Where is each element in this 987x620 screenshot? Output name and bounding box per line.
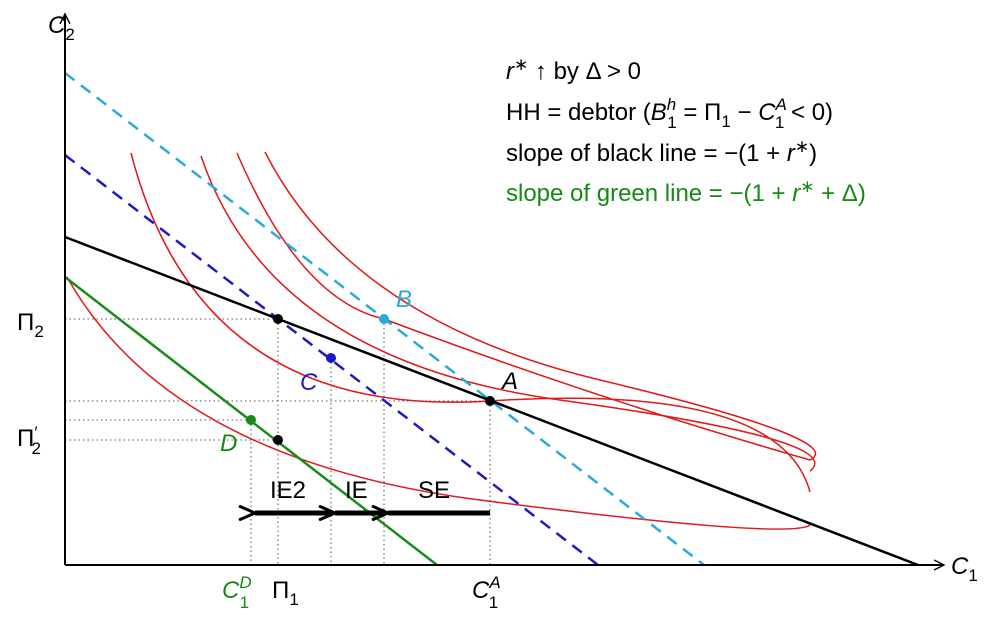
x-tick-pi1: Π1 <box>272 577 299 609</box>
label-se: SE <box>418 477 450 504</box>
point-a <box>485 396 495 406</box>
indifference-curve-3 <box>200 155 816 472</box>
annotation-line-4: slope of green line = −(1 + r∗ + Δ) <box>506 177 866 207</box>
point-b <box>379 314 389 324</box>
label-ie2: IE2 <box>270 477 306 504</box>
point-d <box>246 415 256 425</box>
point-c <box>326 353 336 363</box>
x-axis-label: C1 <box>951 553 978 585</box>
label-point-d: D <box>220 430 237 457</box>
point-pi-endowment-new <box>273 435 283 445</box>
label-point-c: C <box>300 369 318 396</box>
annotation-line-1: r∗ ↑ by Δ > 0 <box>506 55 641 85</box>
y-axis-label: C2 <box>48 12 75 44</box>
y-tick-pi2: Π2 <box>17 309 44 341</box>
dark-blue-dashed-line <box>64 154 599 566</box>
label-ie: IE <box>345 477 368 504</box>
annotation-line-3: slope of black line = −(1 + r∗) <box>506 137 817 167</box>
indifference-curves <box>66 151 817 530</box>
indifference-curve-1 <box>66 276 811 530</box>
indifference-curve-5 <box>264 151 817 461</box>
point-pi-endowment <box>273 314 283 324</box>
label-point-b: B <box>396 286 412 313</box>
y-tick-pi2prime: Π′2 <box>17 423 41 458</box>
label-point-a: A <box>500 368 518 395</box>
